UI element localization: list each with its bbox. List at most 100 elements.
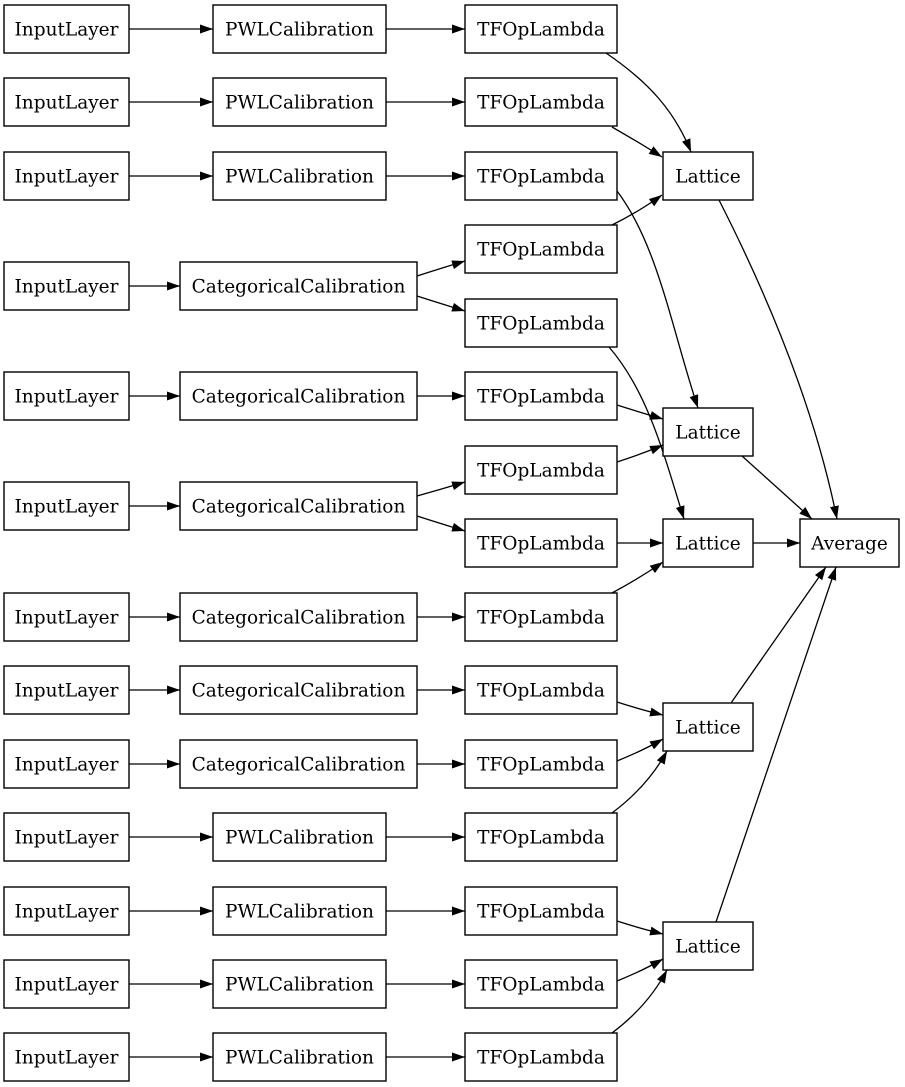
pwlcalibration-box — [212, 886, 387, 936]
node-tfoplambda-lam3: TFOpLambda — [464, 151, 618, 201]
tfoplambda-box — [464, 518, 618, 568]
tfoplambda-label: TFOpLambda — [477, 755, 605, 776]
node-tfoplambda-lam11: TFOpLambda — [464, 739, 618, 789]
inputlayer-box — [3, 959, 130, 1009]
tfoplambda-box — [464, 298, 618, 348]
edge-lam7-lat2 — [616, 444, 664, 463]
inputlayer-label: InputLayer — [15, 975, 119, 996]
inputlayer-box — [3, 665, 130, 715]
categoricalcalibration-label: CategoricalCalibration — [192, 608, 406, 629]
edge-lam9-lat3 — [611, 561, 664, 594]
edge-lam6-lat2 — [616, 404, 664, 420]
categoricalcalibration-label: CategoricalCalibration — [192, 277, 406, 298]
edge-cal6-lam7 — [416, 481, 466, 497]
node-tfoplambda-lam14: TFOpLambda — [464, 959, 618, 1009]
tfoplambda-box — [464, 77, 618, 127]
node-tfoplambda-lam15: TFOpLambda — [464, 1032, 618, 1082]
node-tfoplambda-lam4: TFOpLambda — [464, 224, 618, 274]
edge-lat2-avg — [741, 455, 813, 520]
lattice-label: Lattice — [675, 718, 740, 739]
node-pwlcalibration-cal1: PWLCalibration — [212, 4, 387, 54]
tfoplambda-box — [464, 739, 618, 789]
inputlayer-label: InputLayer — [15, 902, 119, 923]
inputlayer-box — [3, 4, 130, 54]
node-tfoplambda-lam1: TFOpLambda — [464, 4, 618, 54]
tfoplambda-label: TFOpLambda — [477, 20, 605, 41]
tfoplambda-box — [464, 1032, 618, 1082]
node-inputlayer-in10: InputLayer — [3, 812, 130, 862]
node-lattice-lat3: Lattice — [662, 518, 754, 568]
node-inputlayer-in13: InputLayer — [3, 1032, 130, 1082]
node-pwlcalibration-cal3: PWLCalibration — [212, 151, 387, 201]
node-inputlayer-in7: InputLayer — [3, 592, 130, 642]
pwlcalibration-label: PWLCalibration — [225, 167, 374, 188]
tfoplambda-box — [464, 812, 618, 862]
node-categoricalcalibration-cal4: CategoricalCalibration — [179, 261, 418, 311]
tfoplambda-label: TFOpLambda — [477, 534, 605, 555]
pwlcalibration-box — [212, 959, 387, 1009]
edge-cal6-lam8 — [416, 515, 466, 532]
node-tfoplambda-lam13: TFOpLambda — [464, 886, 618, 936]
node-tfoplambda-lam12: TFOpLambda — [464, 812, 618, 862]
tfoplambda-label: TFOpLambda — [477, 975, 605, 996]
node-tfoplambda-lam6: TFOpLambda — [464, 371, 618, 421]
edge-lam13-lat5 — [616, 920, 664, 936]
edge-lam12-lat4 — [611, 750, 668, 814]
node-pwlcalibration-cal11: PWLCalibration — [212, 886, 387, 936]
tfoplambda-box — [464, 371, 618, 421]
pwlcalibration-box — [212, 151, 387, 201]
edge-lat4-avg — [730, 566, 827, 704]
edge-lam2-lat1 — [611, 126, 663, 158]
tfoplambda-box — [464, 592, 618, 642]
tfoplambda-label: TFOpLambda — [477, 828, 605, 849]
node-tfoplambda-lam9: TFOpLambda — [464, 592, 618, 642]
node-inputlayer-in2: InputLayer — [3, 77, 130, 127]
average-label: Average — [810, 534, 888, 555]
pwlcalibration-box — [212, 1032, 387, 1082]
categoricalcalibration-label: CategoricalCalibration — [192, 387, 406, 408]
inputlayer-label: InputLayer — [15, 828, 119, 849]
inputlayer-label: InputLayer — [15, 497, 119, 518]
node-pwlcalibration-cal13: PWLCalibration — [212, 1032, 387, 1082]
lattice-label: Lattice — [675, 534, 740, 555]
categoricalcalibration-box — [179, 739, 418, 789]
node-lattice-lat4: Lattice — [662, 702, 754, 752]
inputlayer-box — [3, 151, 130, 201]
tfoplambda-box — [464, 224, 618, 274]
inputlayer-label: InputLayer — [15, 20, 119, 41]
pwlcalibration-box — [212, 812, 387, 862]
node-lattice-lat5: Lattice — [662, 921, 754, 971]
tfoplambda-label: TFOpLambda — [477, 681, 605, 702]
tfoplambda-box — [464, 665, 618, 715]
inputlayer-box — [3, 371, 130, 421]
tfoplambda-label: TFOpLambda — [477, 314, 605, 335]
node-tfoplambda-lam5: TFOpLambda — [464, 298, 618, 348]
tfoplambda-label: TFOpLambda — [477, 93, 605, 114]
tfoplambda-label: TFOpLambda — [477, 1048, 605, 1069]
tfoplambda-label: TFOpLambda — [477, 240, 605, 261]
node-inputlayer-in12: InputLayer — [3, 959, 130, 1009]
node-pwlcalibration-cal12: PWLCalibration — [212, 959, 387, 1009]
pwlcalibration-box — [212, 77, 387, 127]
lattice-box — [662, 702, 754, 752]
inputlayer-box — [3, 261, 130, 311]
node-categoricalcalibration-cal5: CategoricalCalibration — [179, 371, 418, 421]
node-categoricalcalibration-cal7: CategoricalCalibration — [179, 592, 418, 642]
categoricalcalibration-label: CategoricalCalibration — [192, 755, 406, 776]
node-inputlayer-in3: InputLayer — [3, 151, 130, 201]
edge-cal4-lam4 — [416, 260, 466, 277]
edge-layer — [129, 24, 839, 1062]
node-inputlayer-in11: InputLayer — [3, 886, 130, 936]
categoricalcalibration-box — [179, 665, 418, 715]
inputlayer-label: InputLayer — [15, 1048, 119, 1069]
node-tfoplambda-lam10: TFOpLambda — [464, 665, 618, 715]
lattice-label: Lattice — [675, 167, 740, 188]
pwlcalibration-box — [212, 4, 387, 54]
tfoplambda-label: TFOpLambda — [477, 167, 605, 188]
tfoplambda-label: TFOpLambda — [477, 608, 605, 629]
pwlcalibration-label: PWLCalibration — [225, 828, 374, 849]
inputlayer-label: InputLayer — [15, 755, 119, 776]
tfoplambda-box — [464, 959, 618, 1009]
inputlayer-box — [3, 739, 130, 789]
inputlayer-label: InputLayer — [15, 93, 119, 114]
